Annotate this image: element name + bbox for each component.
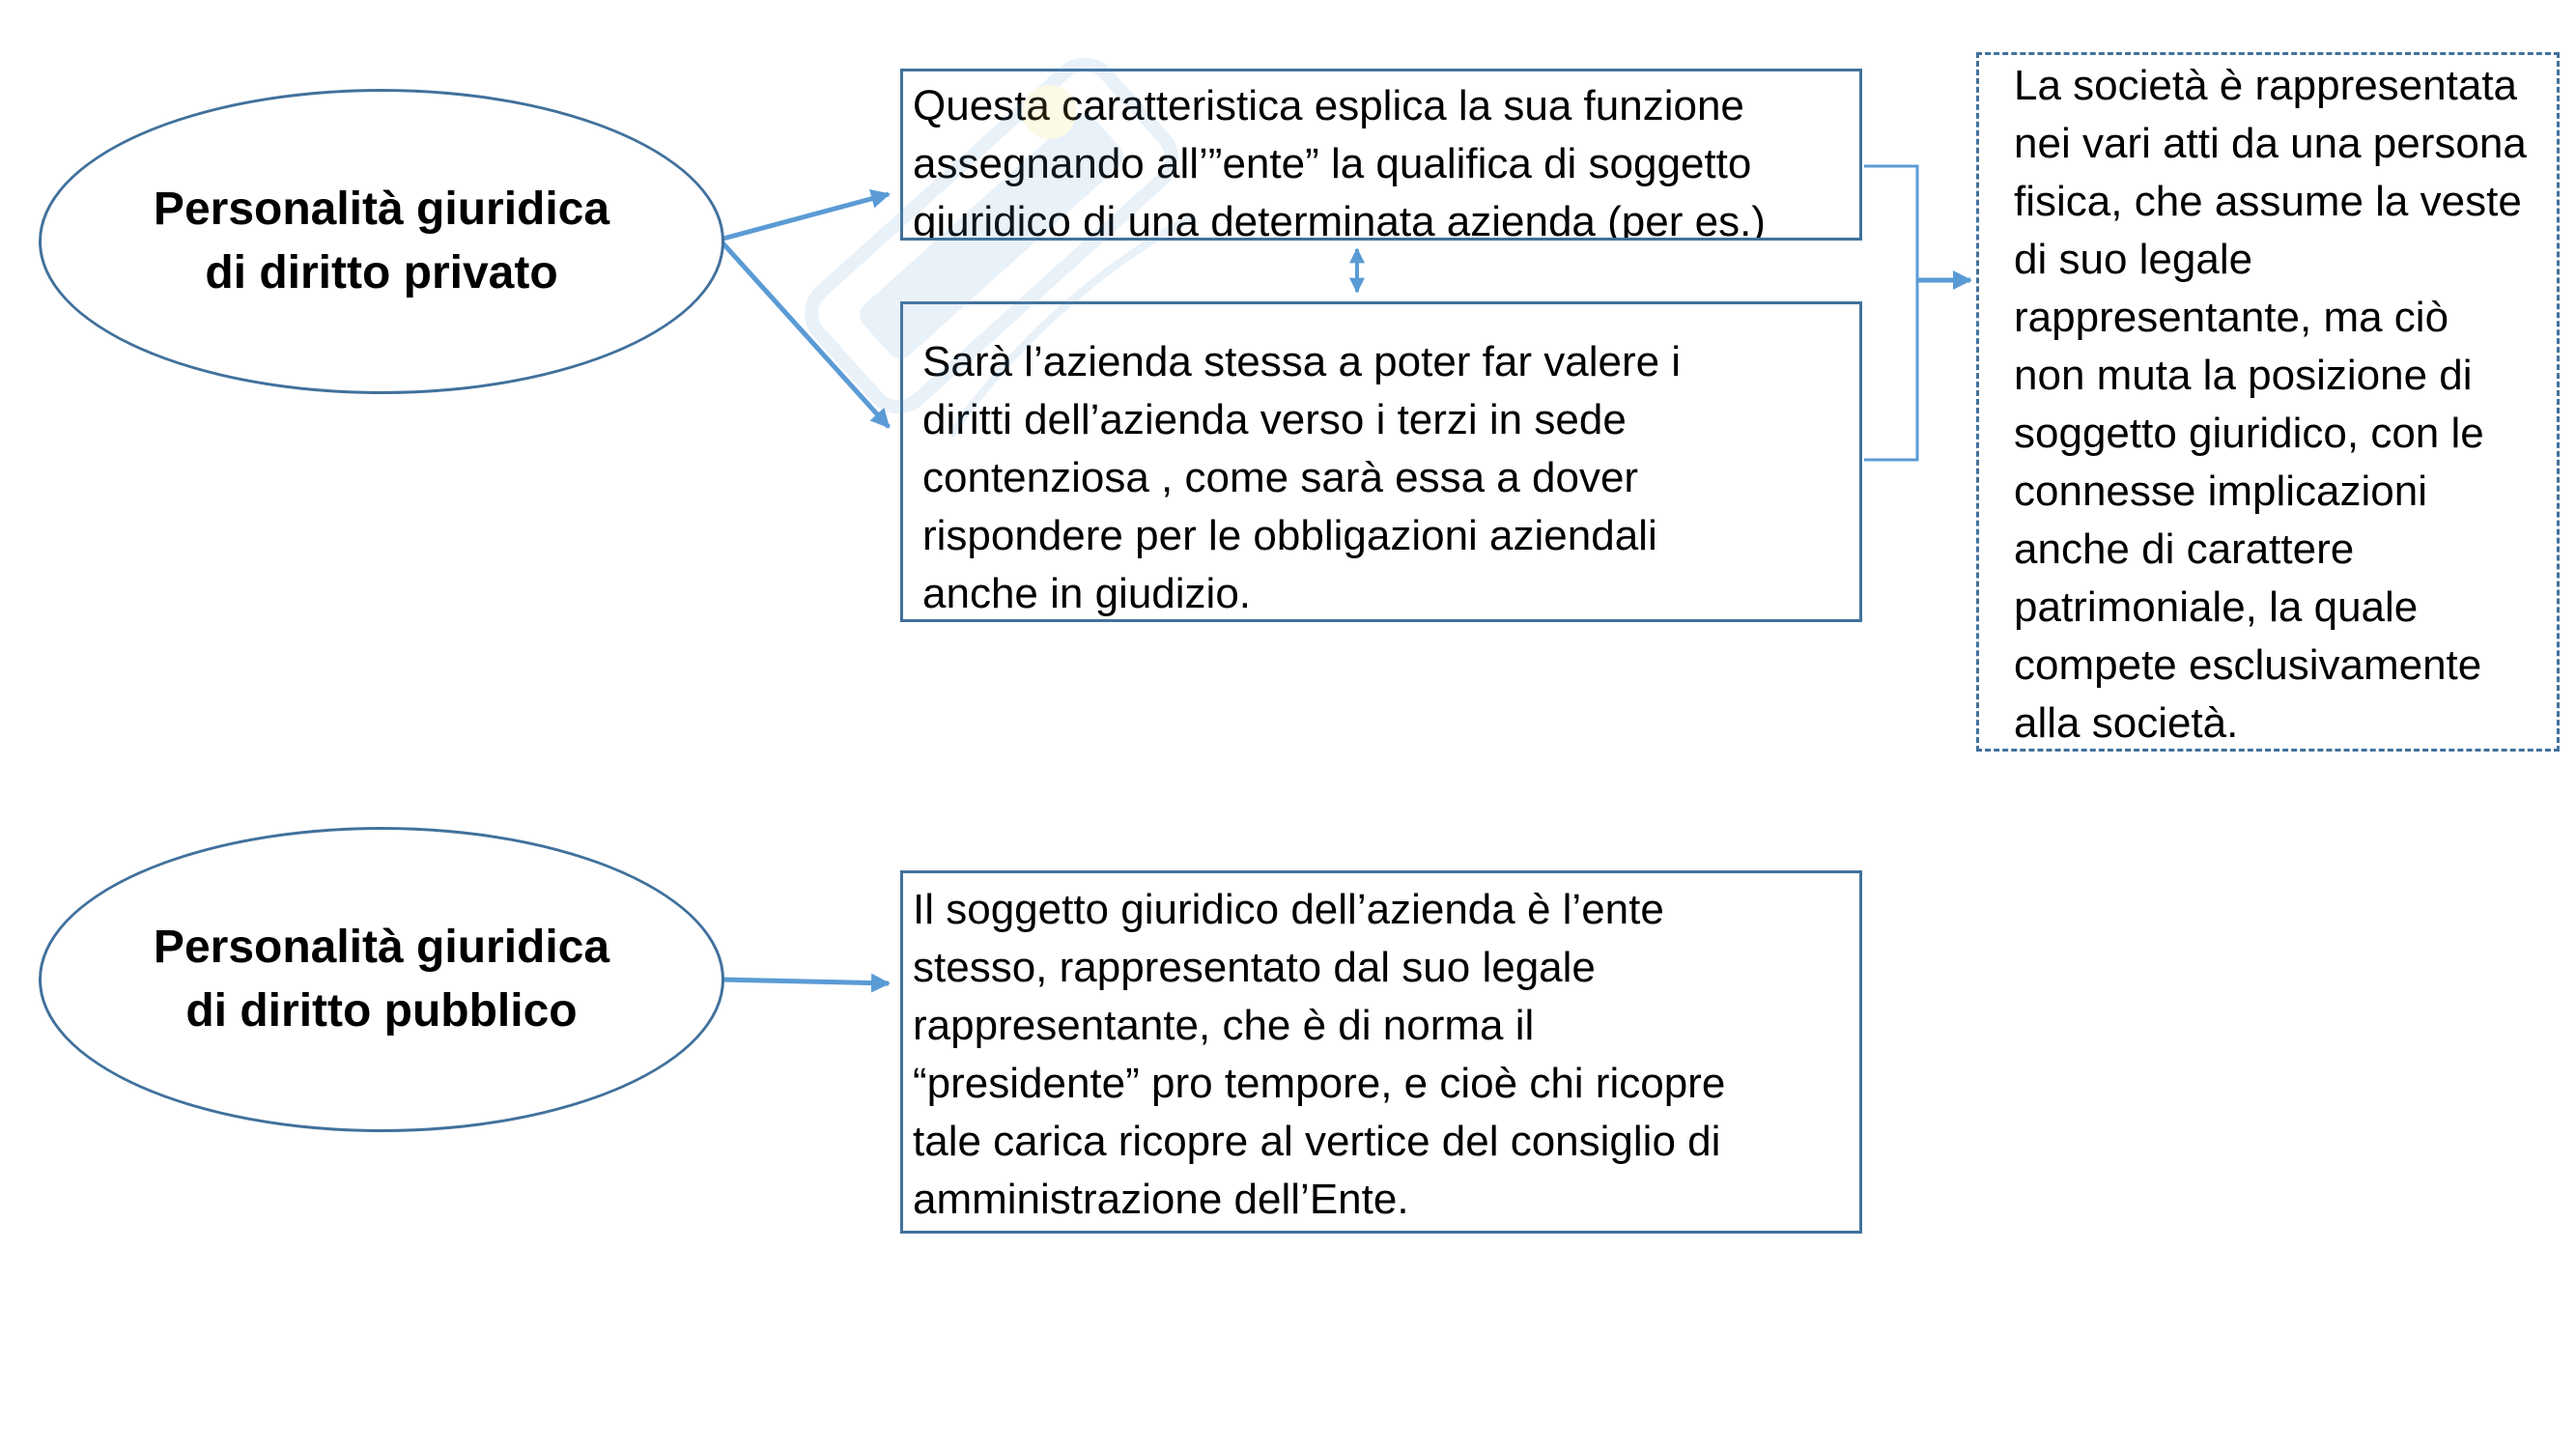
public-law-label: Personalità giuridica di diritto pubblic…	[82, 916, 681, 1043]
arrow-private-to-rights	[718, 238, 891, 429]
private-law-label-line-2: di diritto privato	[205, 247, 558, 298]
representation-box-line-9: anche di carattere	[2014, 526, 2355, 573]
representation-box-line-7: soggetto giuridico, con le	[2014, 410, 2484, 457]
public-subject-box-line-2: stesso, rappresentato dal suo legale	[913, 944, 1596, 991]
representation-box-line-1: La società è rappresentata	[2014, 62, 2518, 109]
private-law-ellipse: Personalità giuridica di diritto privato	[39, 89, 724, 394]
representation-box-line-10: patrimoniale, la quale	[2014, 583, 2419, 631]
rights-box-line-4: rispondere per le obbligazioni aziendali	[922, 512, 1657, 559]
representation-box-line-12: alla società.	[2014, 699, 2239, 747]
representation-box-line-6: non muta la posizione di	[2014, 352, 2473, 399]
representation-box-line-2: nei vari atti da una persona	[2014, 120, 2527, 167]
function-box: Questa caratteristica esplica la sua fun…	[900, 69, 1862, 241]
rights-box-line-5: anche in giudizio.	[922, 570, 1252, 617]
function-box-line-1: Questa caratteristica esplica la sua fun…	[913, 82, 1744, 129]
function-box-line-2: assegnando all’”ente” la qualifica di so…	[913, 140, 1752, 187]
public-subject-box-line-6: amministrazione dell’Ente.	[913, 1176, 1409, 1223]
representation-box-line-11: compete esclusivamente	[2014, 641, 2482, 689]
public-subject-box-line-3: rappresentante, che è di norma il	[913, 1002, 1535, 1049]
public-subject-box-line-5: tale carica ricopre al vertice del consi…	[913, 1118, 1721, 1165]
public-subject-box-line-1: Il soggetto giuridico dell’azienda è l’e…	[913, 886, 1664, 933]
public-subject-box-line-4: “presidente” pro tempore, e cioè chi ric…	[913, 1060, 1726, 1107]
public-law-label-line-2: di diritto pubblico	[185, 985, 578, 1037]
representation-box-line-3: fisica, che assume la veste	[2014, 178, 2522, 225]
representation-box-line-5: rappresentante, ma ciò	[2014, 294, 2449, 341]
bracket-connector	[1864, 164, 1919, 462]
public-subject-box: Il soggetto giuridico dell’azienda è l’e…	[900, 870, 1862, 1234]
public-law-label-line-1: Personalità giuridica	[153, 922, 610, 973]
public-law-ellipse: Personalità giuridica di diritto pubblic…	[39, 827, 724, 1132]
representation-box: La società è rappresentata nei vari atti…	[1976, 52, 2560, 752]
rights-box-line-3: contenziosa , come sarà essa a dover	[922, 454, 1639, 501]
function-box-line-3: giuridico di una determinata azienda (pe…	[913, 198, 1766, 241]
rights-box: Sarà l’azienda stessa a poter far valere…	[900, 301, 1862, 622]
representation-box-line-8: connesse implicazioni	[2014, 468, 2427, 515]
representation-box-line-4: di suo legale	[2014, 236, 2253, 283]
rights-box-line-2: diritti dell’azienda verso i terzi in se…	[922, 396, 1627, 443]
arrow-private-to-function	[719, 189, 891, 242]
private-law-label-line-1: Personalità giuridica	[153, 184, 610, 235]
rights-box-line-1: Sarà l’azienda stessa a poter far valere…	[922, 338, 1682, 385]
private-law-label: Personalità giuridica di diritto privato	[82, 178, 681, 305]
arrow-public-to-subject	[722, 973, 891, 993]
